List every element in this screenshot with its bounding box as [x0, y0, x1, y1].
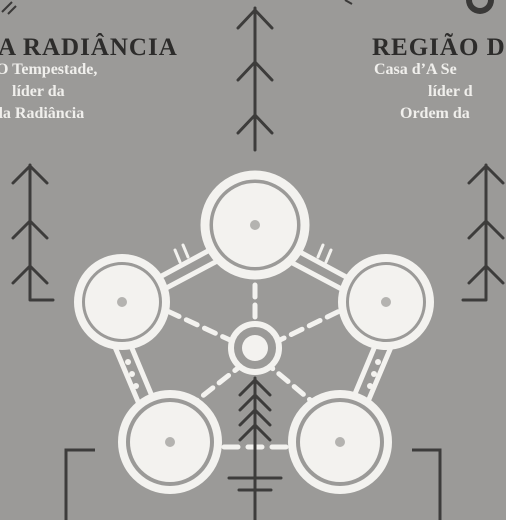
circle-bottom-left: [118, 390, 222, 494]
center-up-arrow-icon: [238, 376, 272, 480]
right-arrow-icon: [461, 163, 505, 302]
left-region-line-2: líder da: [12, 83, 65, 100]
circle-center: [228, 321, 282, 375]
dash-mark: [344, 0, 353, 5]
dot-chains: [125, 359, 381, 389]
left-region-title: A RADIÂNCIA: [0, 34, 178, 61]
left-arrow-icon: [11, 163, 55, 302]
right-region-title: REGIÃO D: [372, 34, 506, 61]
branch-marks: [173, 243, 333, 264]
seal-icon: [466, 0, 494, 14]
right-region-line-1: Casa d’A Se: [374, 61, 457, 78]
right-region-line-3: Ordem da: [400, 105, 470, 122]
circle-bottom-right: [288, 390, 392, 494]
t-mark-icon: [227, 476, 283, 520]
left-region-line-3: da Radiância: [0, 105, 85, 122]
left-region-line-1: O Tempestade,: [0, 61, 98, 78]
circle-top: [200, 170, 310, 280]
circle-left: [74, 254, 170, 350]
center-arrow-icon: [236, 6, 274, 152]
bottom-brackets: [64, 448, 442, 520]
emblem-circles: [74, 170, 434, 494]
right-region-line-2: líder d: [428, 83, 473, 100]
circle-right: [338, 254, 434, 350]
corner-glyph-icon: [1, 1, 17, 15]
